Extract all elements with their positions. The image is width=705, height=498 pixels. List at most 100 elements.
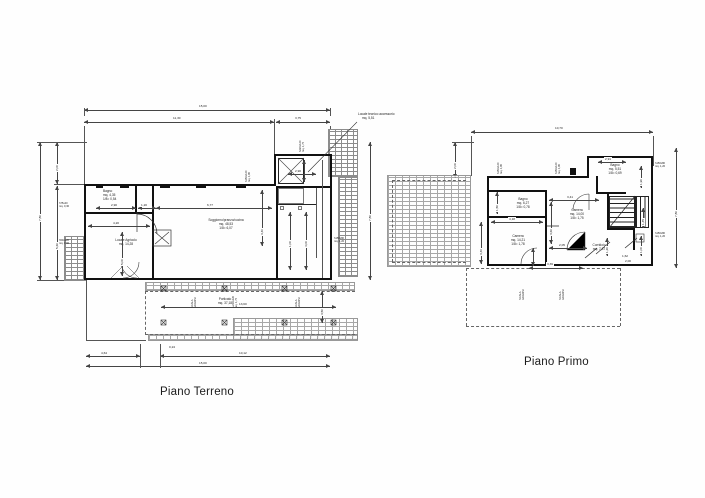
ff-dim-vert-misc [531, 248, 535, 266]
ff-opening-1: h150x120 mq. 1,80 [555, 162, 561, 174]
gf-partition-tecnico-bottom [276, 186, 332, 188]
ff-wall-top-left [487, 176, 569, 178]
dim-ff-top-overall-value: 10,70 [554, 126, 564, 130]
gf-room-porticato-name: Porticato [218, 297, 232, 301]
hatch-gf-top-right-terrain [328, 129, 358, 177]
gf-dim-500-value: 3,40 [260, 227, 264, 236]
hatch-gf-portico-ground [145, 282, 355, 291]
ff-room-bagno-1-name: Bagno [518, 197, 528, 201]
gf-dim-677 [156, 206, 272, 210]
gf-room-soggiorno-area: mq. 48,53 [218, 222, 234, 226]
dim-gf-left-lower [55, 186, 59, 280]
ff-dim-341-value: 3,41 [566, 195, 575, 199]
gf-wall-right-ext-v2 [330, 154, 332, 188]
hatch-gf-bottom-terrain-2 [148, 334, 358, 341]
ff-dim-339-value: 3,39 [546, 262, 555, 266]
gf-tech-detail-3 [298, 206, 302, 210]
gf-dim-portico-width-value: 13,60 [238, 302, 248, 306]
gf-annotation-locale-tecnico-text: Locale tecnico accessorio [358, 112, 395, 116]
dim-gf-top-left-value: 11,30 [172, 116, 182, 120]
gf-opening-1: h50x120 mq. 0,60 [59, 239, 70, 245]
hatch-gf-right-terrain [338, 177, 358, 277]
gf-room-locale-agricolo: Locale Agricolo mq. 14,28 [98, 238, 154, 246]
dim-ff-top-overall [471, 130, 653, 134]
dim-gf-left-upper [55, 142, 59, 184]
ff-partition-bagno2-left [596, 176, 598, 194]
ff-dim-341 [549, 198, 599, 202]
ff-dim-162-value: 1,62 [621, 254, 630, 258]
ff-partition-bagno-top [489, 190, 547, 192]
gf-dim-290 [96, 206, 136, 210]
gf-room-soggiorno-name: Soggiorno/pranzo/cucina [208, 218, 244, 222]
gf-room-porticato: Porticato mq. 37,18 [198, 297, 252, 305]
ff-dim-340b-value: 3,40 [479, 247, 483, 256]
dim-gf-top-right [276, 120, 330, 124]
ff-wall-right [651, 156, 653, 266]
ff-room-camera-2-area: mq. 14,00 [569, 212, 585, 216]
dim-gf-left-overall [38, 142, 42, 280]
gf-opening-3: h150x80 mq. 1,20 [334, 237, 345, 243]
ff-dim-418 [491, 220, 543, 224]
ff-room-camera-1-name: Camera [512, 234, 524, 238]
gf-room-bagno-ratio: 1/8= 0,54 [103, 197, 117, 201]
ff-room-bagno-2: Bagno mq. 5,51 1/8= 0,69 [596, 163, 634, 175]
gf-wall-bottom-main [84, 278, 332, 280]
ff-room-camera-1: Camera mq. 14,21 1/8= 1,78 [496, 234, 540, 246]
gf-dim-portico-depth-value: 3,50 [320, 307, 324, 316]
gf-room-locale-agricolo-name: Locale Agricolo [115, 238, 137, 242]
gf-dim-120 [138, 206, 156, 210]
ff-wall-left [487, 176, 489, 266]
ff-wall-bottom [487, 264, 653, 266]
hatch-ff-left-terrain [387, 175, 471, 267]
ff-partition-corridoio-v [633, 228, 635, 250]
gf-tech-detail-2 [280, 206, 284, 210]
ff-stair-run [609, 196, 635, 228]
ff-opening-3: h150x80 mq. 1,20 [655, 232, 666, 238]
dim-gf-right-overall [368, 142, 372, 280]
ff-dim-100b-value: 1,00 [639, 245, 643, 254]
gf-partition-agricolo-right [152, 186, 154, 278]
gf-portico-edge-left [145, 291, 146, 335]
gf-dim-290b [288, 172, 316, 176]
ff-room-corridoio-area: mq. 7,37 [592, 247, 606, 251]
ground-floor-title: Piano Terreno [160, 386, 234, 398]
ff-dim-340b [479, 222, 483, 264]
ff-terrace-dash-bottom [392, 262, 466, 263]
dim-gf-bottom-left [86, 354, 140, 358]
ff-partition-stair-left [607, 194, 609, 228]
ff-dim-339 [529, 266, 583, 270]
ff-dim-418-value: 4,18 [508, 217, 517, 221]
dim-gf-top-overall [84, 108, 330, 112]
ff-dim-291 [598, 160, 626, 164]
dim-ff-right-overall [674, 148, 678, 268]
ff-opening-0: h150x120 mq. 1,80 [497, 162, 503, 174]
ff-room-camera-2-ratio: 1/8= 1,75 [570, 216, 584, 220]
dim-gf-bottom-right [160, 354, 330, 358]
ff-dim-200-value: 2,00 [624, 259, 633, 263]
ff-wall-top-right [587, 156, 653, 158]
ff-dim-360 [549, 202, 553, 244]
gf-partition-bagno-right [135, 186, 137, 212]
gf-dim-portico-width [161, 305, 336, 309]
ff-room-bagno-2-ratio: 1/8= 0,69 [608, 171, 622, 175]
gf-partition-soggiorno-right [276, 188, 278, 278]
ff-partition-bagno2-bottom [596, 192, 626, 194]
dim-gf-right-overall-value: 7,80 [368, 213, 372, 222]
gf-room-porticato-area: mq. 37,18 [217, 301, 233, 305]
ff-dim-120b-value: 1,20 [605, 245, 609, 254]
dim-ff-right-overall-value: 7,80 [674, 209, 678, 218]
ff-dim-291-value: 2,91 [604, 157, 613, 161]
dim-gf-left-overall-value: 7,80 [38, 213, 42, 222]
ff-dim-190-value: 1,90 [639, 177, 643, 186]
gf-portico-edge-top [145, 291, 355, 292]
gf-portico-edge-bottom [145, 334, 355, 335]
dim-gf-left-upper-value: 2,00 [55, 163, 59, 172]
dim-ff-left-upper [453, 142, 457, 178]
gf-dim-100-value: 1,00 [288, 239, 292, 248]
gf-room-bagno-area: mq. 4,35 [103, 193, 116, 197]
gf-wall-right-ext-v [274, 154, 276, 186]
dim-gf-bottom-right-value: 10,12 [238, 351, 248, 355]
gf-dim-110 [302, 160, 306, 182]
gf-opening-4: h220x120 mq. 1,75 [299, 140, 305, 152]
